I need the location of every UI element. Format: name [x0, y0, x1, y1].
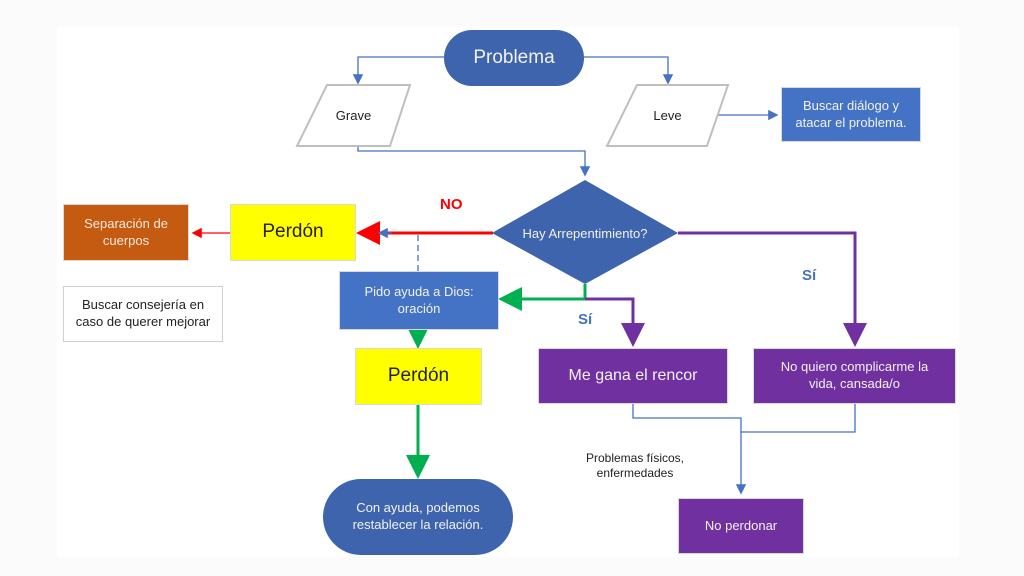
no-label: NO — [440, 196, 463, 213]
problemas-note: Problemas físicos, enfermedades — [585, 451, 685, 480]
leve-action-box: Buscar diálogo y atacar el problema. — [781, 87, 921, 142]
si-label-right: Sí — [802, 267, 817, 284]
perdon-bottom-box: Perdón — [355, 348, 482, 405]
leve-input: Leve — [653, 108, 682, 123]
grave-input: Grave — [335, 108, 372, 123]
no-perdonar-box: No perdonar — [678, 498, 804, 554]
con-ayuda-terminal: Con ayuda, podemos restablecer la relaci… — [323, 479, 513, 555]
pido-ayuda-box: Pido ayuda a Dios: oración — [339, 271, 499, 330]
rencor-box: Me gana el rencor — [538, 348, 728, 404]
si-label-left: Sí — [578, 311, 593, 328]
separacion-box: Separación de cuerpos — [63, 204, 189, 261]
consejeria-box: Buscar consejería en caso de querer mejo… — [63, 286, 223, 342]
decision-label: Hay Arrepentimiento? — [522, 225, 648, 241]
start-terminal: Problema — [444, 30, 584, 86]
perdon-top-box: Perdón — [230, 204, 356, 261]
no-quiero-box: No quiero complicarme la vida, cansada/o — [753, 348, 956, 404]
